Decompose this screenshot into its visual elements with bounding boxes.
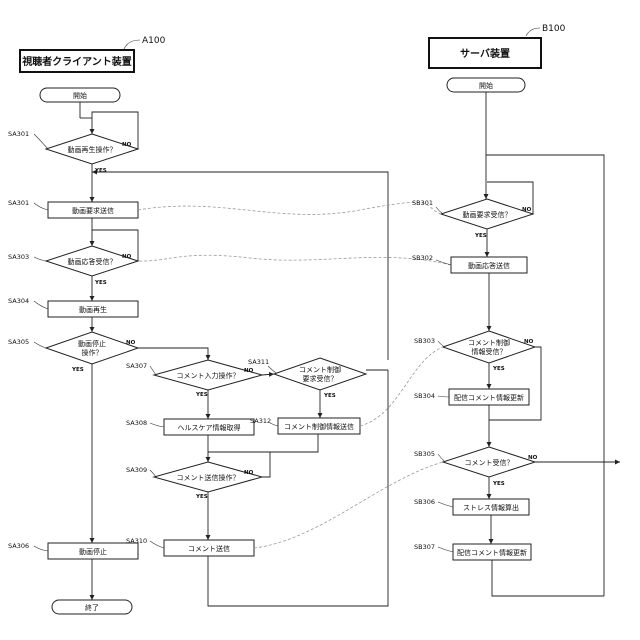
sa304-id: SA304 [8, 297, 29, 305]
sa305-label-line-1: 動画停止 [78, 339, 106, 348]
sa308-label: ヘルスケア情報取得 [178, 423, 241, 432]
sb305-yes: YES [492, 481, 505, 487]
client-start-label: 開始 [73, 91, 87, 100]
sa305-label-line-2: 操作？ [82, 348, 103, 357]
sa304-label: 動画再生 [79, 305, 107, 314]
sa308-id: SA308 [126, 419, 147, 427]
step-sb305-decision: コメント受信？ [443, 447, 535, 477]
link-sb302-sa303 [138, 255, 451, 265]
step-sb303-decision: コメント制御 情報受信？ [443, 331, 535, 363]
sb301-yes: YES [474, 233, 487, 239]
sb302-id: SB302 [412, 254, 433, 262]
client-connectors [80, 102, 388, 606]
link-sa312-sb303 [360, 347, 443, 426]
server-header: サーバ装置 [429, 38, 541, 68]
sa306-id: SA306 [8, 542, 29, 550]
sa301-no: NO [122, 142, 132, 148]
sa307-id: SA307 [126, 362, 147, 370]
step-sa303-decision: 動画応答受信？ [46, 246, 138, 276]
step-sb301-decision: 動画要求受信？ [441, 199, 533, 229]
sa305-yes: YES [71, 367, 84, 373]
sb307-id: SB307 [414, 543, 435, 551]
sa312-label: コメント制御情報送信 [284, 422, 354, 431]
server-ref-label: B100 [542, 24, 566, 34]
sa310-label: コメント送信 [188, 544, 230, 553]
sa301-id: SA301 [8, 130, 29, 138]
sb303-no: NO [524, 339, 534, 345]
sa310-id: SA310 [126, 537, 147, 545]
sb301-id: SB301 [412, 199, 433, 207]
sa303-no: NO [122, 254, 132, 260]
sa309-no: NO [244, 470, 254, 476]
sb303-yes: YES [492, 366, 505, 372]
client-end-label: 終了 [85, 603, 99, 612]
sb302-label: 動画応答送信 [468, 261, 510, 270]
step-sa309-decision: コメント送信操作？ [154, 462, 262, 492]
sb305-label: コメント受信？ [465, 458, 514, 467]
sa303-id: SA303 [8, 253, 29, 261]
sa309-yes: YES [195, 494, 208, 500]
sb301-no: NO [522, 207, 532, 213]
sb303-id: SB303 [414, 337, 435, 345]
sb305-no: NO [528, 455, 538, 461]
sa305-no: NO [126, 340, 136, 346]
sa303-label: 動画応答受信？ [68, 257, 117, 266]
step-sa302-process: 動画要求送信 [48, 202, 138, 218]
sb306-label: ストレス情報算出 [463, 503, 519, 512]
sa305-id: SA305 [8, 338, 29, 346]
step-sa308-process: ヘルスケア情報取得 [164, 419, 254, 435]
server-start: 開始 [447, 78, 525, 92]
sa302-id: SA301 [8, 199, 29, 207]
sb301-label: 動画要求受信？ [463, 210, 512, 219]
step-sb307-process: 配信コメント情報更新 [453, 544, 531, 560]
sb307-label: 配信コメント情報更新 [457, 548, 527, 557]
step-sb302-process: 動画応答送信 [451, 257, 527, 273]
sa309-id: SA309 [126, 466, 147, 474]
step-sa310-process: コメント送信 [164, 540, 254, 556]
sa307-no: NO [244, 368, 254, 374]
step-sb306-process: ストレス情報算出 [453, 499, 529, 515]
sb306-id: SB306 [414, 498, 435, 506]
client-header: 視聴者クライアント装置 [20, 50, 134, 72]
sa303-yes: YES [94, 280, 107, 286]
sb304-label: 配信コメント情報更新 [454, 393, 524, 402]
server-start-label: 開始 [479, 81, 493, 90]
sa302-label: 動画要求送信 [72, 206, 114, 215]
sa312-id: SA312 [250, 417, 271, 425]
step-sa312-process: コメント制御情報送信 [278, 418, 360, 434]
client-ref-label: A100 [142, 36, 166, 46]
sa309-label: コメント送信操作？ [177, 473, 240, 482]
sb305-id: SB305 [414, 450, 435, 458]
step-sa304-process: 動画再生 [48, 301, 138, 317]
sa311-label-line-1: コメント制御 [299, 365, 341, 374]
step-sb304-process: 配信コメント情報更新 [449, 389, 529, 405]
sa311-id: SA311 [248, 358, 269, 366]
sa301-label: 動画再生操作？ [68, 145, 117, 154]
sb303-label-line-2: 情報受信？ [472, 347, 507, 356]
client-start: 開始 [40, 88, 120, 102]
step-sa311-decision: コメント制御 要求受信？ [274, 358, 366, 390]
link-sa302-sb301 [138, 202, 441, 214]
sb303-label-line-1: コメント制御 [468, 338, 510, 347]
step-sa307-decision: コメント入力操作？ [154, 360, 262, 390]
sa301-yes: YES [94, 168, 107, 174]
client-header-label: 視聴者クライアント装置 [21, 55, 132, 68]
step-sa306-process: 動画停止 [48, 543, 138, 559]
branch-labels: YES NO YES NO YES NO YES NO YES NO YES Y… [71, 142, 538, 500]
sa307-yes: YES [195, 392, 208, 398]
sb304-id: SB304 [414, 392, 435, 400]
sa311-yes: YES [323, 393, 336, 399]
client-end: 終了 [52, 600, 132, 614]
sa307-label: コメント入力操作？ [177, 371, 240, 380]
step-sa301-decision: 動画再生操作？ [46, 134, 138, 164]
step-sa305-decision: 動画停止 操作？ [46, 332, 138, 364]
sa306-label: 動画停止 [79, 547, 107, 556]
server-header-label: サーバ装置 [460, 47, 510, 60]
sa311-label-line-2: 要求受信？ [303, 374, 338, 383]
